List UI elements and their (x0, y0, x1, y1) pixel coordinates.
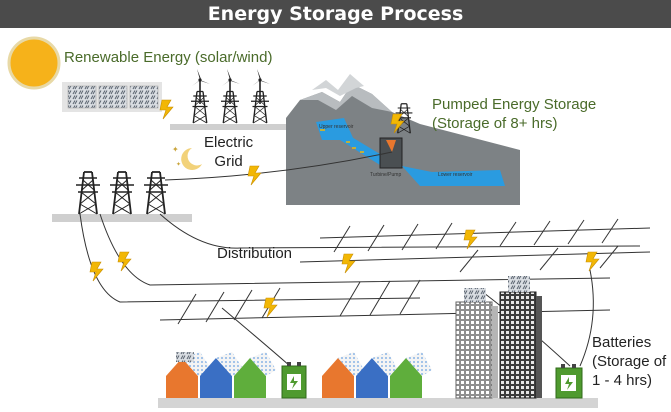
pumped-hydro-plant (286, 74, 520, 205)
pumped-storage-label-line1: Pumped Energy Storage (432, 96, 597, 113)
lightning-bolt-icon (117, 251, 132, 272)
star-icon: ✦ (172, 145, 179, 154)
transmission-tower-icon (109, 171, 135, 215)
distribution-label: Distribution (217, 245, 293, 262)
renewable-platform (170, 124, 290, 130)
house-icon (322, 352, 364, 398)
batteries-label: Batteries (Storage of 1 - 4 hrs) (592, 333, 666, 390)
transmission-tower-icon (190, 90, 210, 124)
house-icon (390, 352, 432, 398)
house-group-left (166, 352, 307, 399)
batteries-label-line3: 1 - 4 hrs) (592, 372, 653, 389)
house-icon (356, 352, 398, 398)
renewable-energy-label: Renewable Energy (solar/wind) (64, 49, 273, 66)
pumped-storage-label-line2: (Storage of 8+ hrs) (432, 115, 558, 132)
house-group-right (322, 352, 432, 398)
turbine-pump-house (379, 137, 403, 169)
batteries-label-line1: Batteries (592, 334, 652, 351)
lower-reservoir (402, 166, 505, 186)
moon-icon (181, 148, 202, 170)
lightning-bolt-icon (263, 297, 278, 318)
turbine-pump-label: Turbine/Pump (370, 172, 402, 178)
lightning-bolt-icon (585, 251, 600, 272)
office-building-dark (499, 276, 542, 399)
wind-turbine-icon (221, 68, 241, 105)
solar-panels (62, 82, 162, 112)
electric-grid-label-line1: Electric (204, 134, 254, 151)
office-building-light (455, 288, 498, 399)
house-icon (166, 352, 212, 398)
lightning-bolt-icon (341, 253, 356, 274)
transmission-tower-icon (250, 90, 270, 124)
ground-strip (158, 398, 598, 408)
wind-turbine-icon (191, 68, 211, 105)
transmission-tower-icon (143, 171, 169, 215)
pumped-storage-label: Pumped Energy Storage (Storage of 8+ hrs… (432, 95, 596, 133)
upper-reservoir (316, 118, 354, 140)
house-icon (200, 352, 244, 398)
transmission-tower-icon (220, 90, 240, 124)
batteries-label-line2: (Storage of (592, 353, 667, 370)
upper-reservoir-label: Upper reservoir (319, 124, 354, 130)
star-icon: ✦ (176, 161, 181, 168)
lower-reservoir-label: Lower reservoir (438, 172, 473, 178)
transmission-tower-icon (75, 171, 101, 215)
house-icon (234, 352, 276, 398)
diagram-title: Energy Storage Process (0, 0, 671, 28)
wind-turbine-icon (251, 68, 271, 105)
diagram-title-text: Energy Storage Process (207, 3, 464, 25)
electric-grid-label-line2: Grid (214, 153, 243, 170)
lightning-bolt-icon (159, 99, 174, 120)
battery-icon (555, 364, 583, 399)
battery-icon (281, 362, 307, 399)
electric-grid-label: Electric Grid (204, 133, 253, 171)
grid-platform (52, 214, 192, 222)
sun-icon (7, 36, 61, 90)
pole-crossarms (177, 218, 619, 325)
